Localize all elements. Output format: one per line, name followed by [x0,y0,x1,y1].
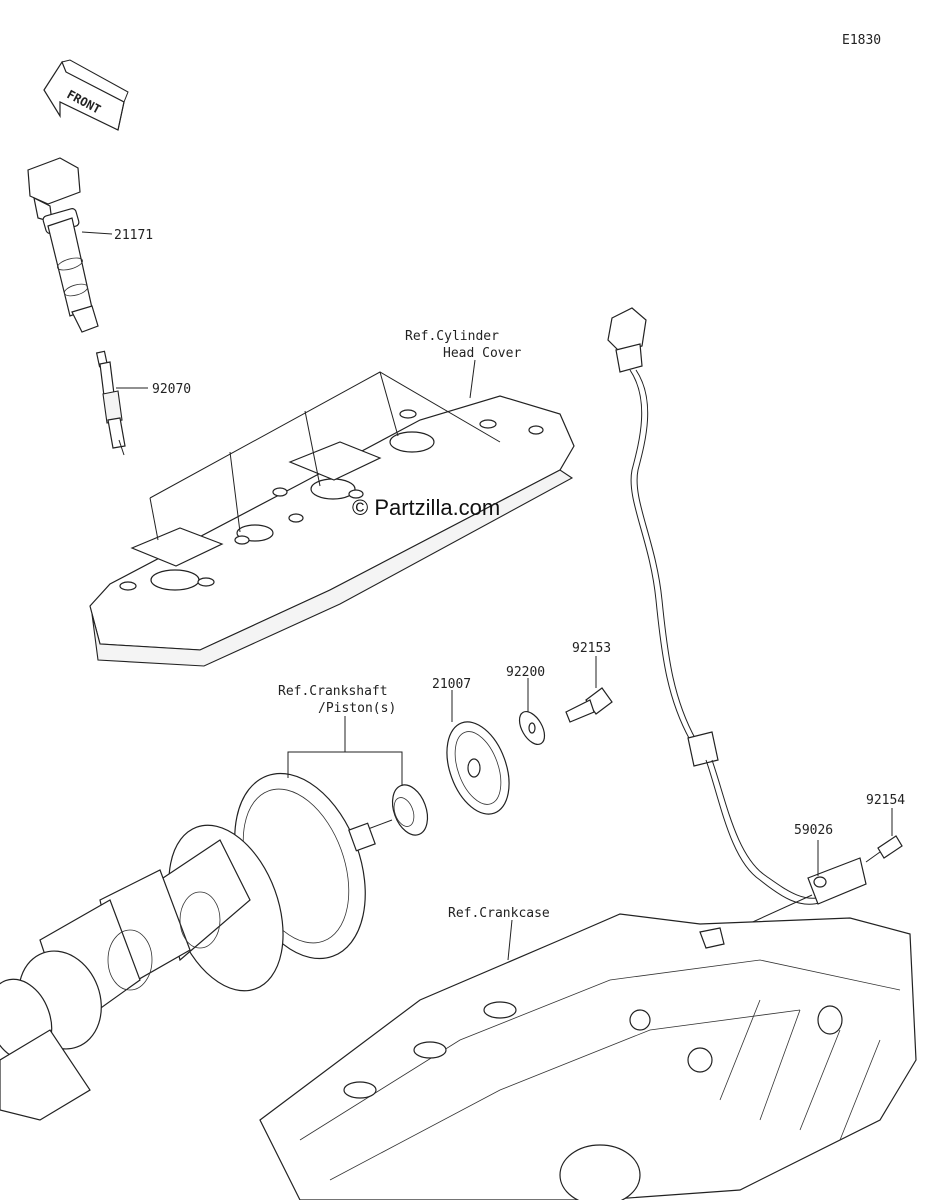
crankshaft-sleeve-gear [359,784,429,836]
ref-crankshaft-2: /Piston(s) [318,701,396,716]
part-label-21007: 21007 [432,677,471,692]
part-label-92153: 92153 [572,641,611,656]
part-label-92154: 92154 [866,793,905,808]
crankcase [259,913,917,1200]
watermark: © Partzilla.com [352,495,500,520]
ref-cylinder-head-cover-1: Ref.Cylinder [405,329,499,344]
diagram-code: E1830 [842,33,881,48]
crank-sensor [734,840,867,931]
socket-bolt-92153 [565,656,613,723]
sensor-wire-harness [607,307,827,905]
crankshaft [0,772,376,1121]
spark-plug [95,350,148,456]
part-label-21171: 21171 [114,228,153,243]
ref-crankshaft-1: Ref.Crankshaft [278,684,388,699]
part-label-92200: 92200 [506,665,545,680]
timing-rotor-21007 [446,690,510,815]
ignition-coil [27,157,113,333]
part-label-59026: 59026 [794,823,833,838]
washer-92200 [518,678,546,745]
svg-text:© Partzilla.com: © Partzilla.com [352,495,500,520]
front-arrow-icon: FRONT [43,59,129,131]
bolt-92154 [865,808,903,863]
ref-cylinder-head-cover-2: Head Cover [443,346,521,361]
ref-crankcase: Ref.Crankcase [448,906,550,921]
cylinder-head-cover [89,359,575,667]
part-label-92070: 92070 [152,382,191,397]
